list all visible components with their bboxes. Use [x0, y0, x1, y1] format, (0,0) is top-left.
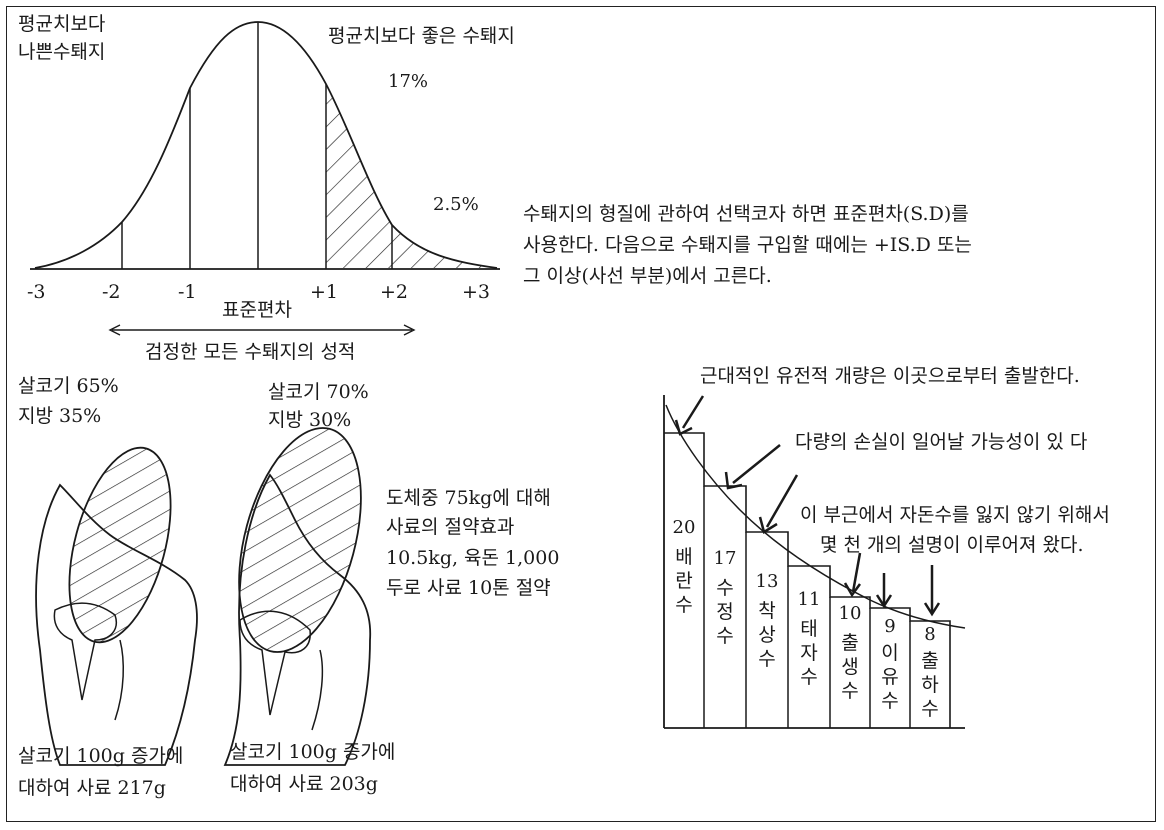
- savings-line2: 사료의 절약효과: [386, 516, 515, 538]
- savings-line4: 두로 사료 10톤 절약: [386, 577, 551, 599]
- note-modern-improvement: 근대적인 유전적 개량은 이곳으로부터 출발한다.: [700, 365, 1080, 387]
- staircase-chart: [663, 395, 966, 729]
- tick-minus-2: -2: [102, 281, 121, 303]
- bar-value-birth: 10: [838, 603, 862, 624]
- tick-minus-3: -3: [27, 281, 46, 303]
- bar-value-fetus: 11: [797, 589, 821, 610]
- savings-line3: 10.5kg, 육돈 1,000: [386, 547, 560, 569]
- savings-line1: 도체중 75kg에 대해: [386, 487, 551, 509]
- figure-frame: [6, 6, 1156, 822]
- arrow-mid-1: [732, 444, 781, 484]
- bar-label-ovulation: 배란수: [675, 546, 693, 616]
- bar-label-birth: 출생수: [841, 632, 859, 702]
- bar-value-fertilization: 17: [713, 548, 737, 569]
- pct-17: 17%: [388, 71, 429, 92]
- tick-minus-1: -1: [178, 281, 197, 303]
- arrow-mid-2: [765, 474, 799, 528]
- bar-label-shipment: 출하수: [921, 650, 939, 720]
- hatched-tail-region: [326, 84, 497, 268]
- bar-value-shipment: 8: [924, 624, 936, 645]
- arrow-top: [681, 395, 705, 429]
- left-cut-feed-line1: 살코기 100g 증가에: [18, 745, 184, 767]
- bar-value-weaning: 9: [884, 616, 896, 637]
- bar-label-weaning: 이유수: [881, 642, 899, 712]
- left-cut-feed-line2: 대하여 사료 217g: [18, 777, 166, 799]
- pct-2-5: 2.5%: [433, 194, 479, 215]
- bell-curve: [30, 21, 500, 336]
- label-worse-line1: 평균치보다: [18, 13, 106, 35]
- right-cut-feed-line2: 대하여 사료 203g: [230, 773, 378, 795]
- note-loss: 다량의 손실이 일어날 가능성이 있 다: [795, 431, 1088, 453]
- description-line3: 그 이상(사선 부분)에서 고른다.: [523, 265, 772, 287]
- axis-title: 표준편차: [222, 299, 292, 321]
- meat-cut-left: [35, 446, 198, 766]
- tick-plus-3: +3: [462, 281, 491, 303]
- bar-label-implantation: 착상수: [758, 600, 776, 670]
- description-line1: 수퇘지의 형질에 관하여 선택코자 하면 표준편차(S.D)를: [523, 203, 969, 225]
- decline-curve: [665, 404, 966, 629]
- range-label: 검정한 모든 수퇘지의 성적: [145, 341, 356, 363]
- tick-plus-2: +2: [380, 281, 409, 303]
- arrow-bottom-1: [851, 552, 862, 593]
- bar-value-ovulation: 20: [672, 517, 696, 538]
- right-cut-feed-line1: 살코기 100g 증가에: [230, 741, 396, 763]
- label-worse-line2: 나쁜수퇘지: [18, 41, 106, 63]
- left-cut-fat: 지방 35%: [18, 405, 102, 427]
- right-cut-lean: 살코기 70%: [268, 381, 369, 403]
- label-better: 평균치보다 좋은 수퇘지: [328, 25, 515, 47]
- left-cut-lean: 살코기 65%: [18, 375, 119, 397]
- meat-cut-right: [223, 427, 372, 766]
- note-piglet-line1: 이 부근에서 자돈수를 잃지 않기 위해서: [800, 504, 1110, 526]
- description-line2: 사용한다. 다음으로 수퇘지를 구입할 때에는 +IS.D 또는: [523, 234, 972, 256]
- bar-label-fertilization: 수정수: [716, 577, 734, 647]
- note-piglet-line2: 몇 천 개의 설명이 이루어져 왔다.: [820, 534, 1084, 556]
- bar-label-fetus: 태자수: [800, 618, 818, 688]
- right-cut-fat: 지방 30%: [268, 409, 352, 431]
- bar-value-implantation: 13: [755, 571, 779, 592]
- tick-plus-1: +1: [310, 281, 339, 303]
